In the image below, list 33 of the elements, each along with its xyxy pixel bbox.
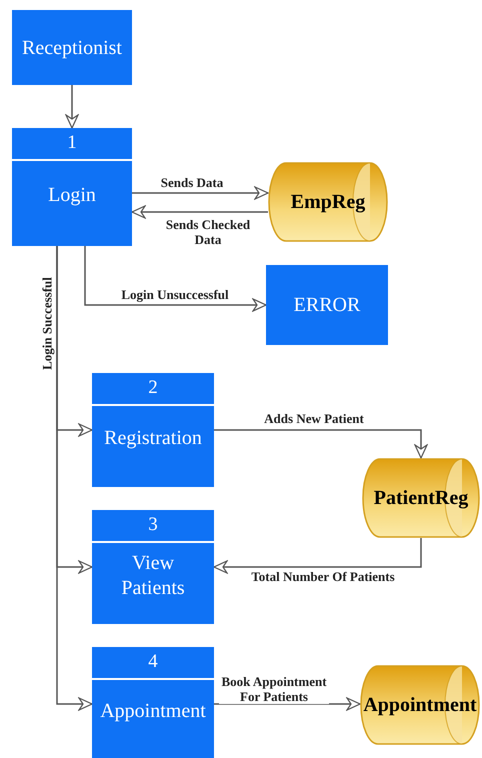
arrow [132,186,269,200]
store-label: EmpReg [290,190,366,215]
store-label: Appointment [363,693,477,718]
edge-label: Book Appointment For Patients [219,674,329,704]
edge-label: Login Successful [40,275,54,372]
edge-label: Sends Data [158,175,226,190]
process-box [12,128,132,246]
process-number: 2 [148,376,158,400]
process-number: 1 [67,131,77,156]
arrow [131,205,268,219]
edge-label: Total Number Of Patients [249,569,397,584]
edge-label: Login Unsuccessful [119,287,231,302]
process-number: 4 [148,650,158,674]
entity-box [12,10,132,85]
edge-label: Adds New Patient [262,411,366,426]
arrow [84,246,267,312]
process-box [92,373,214,487]
arrow [65,85,79,129]
process-label: View Patients [120,550,186,600]
process-box [92,510,214,624]
process-label: Registration [104,426,202,451]
process-label: Login [48,183,96,208]
entity-label: ERROR [294,293,360,318]
arrow [56,246,93,711]
arrow [214,697,361,711]
arrow [214,429,428,459]
process-number: 3 [148,513,158,538]
store-label: PatientReg [374,486,468,511]
process-label: Appointment [100,698,206,724]
entity-label: Receptionist [22,36,122,60]
arrow [213,538,422,574]
entity-box [266,265,388,345]
process-box [92,647,214,758]
